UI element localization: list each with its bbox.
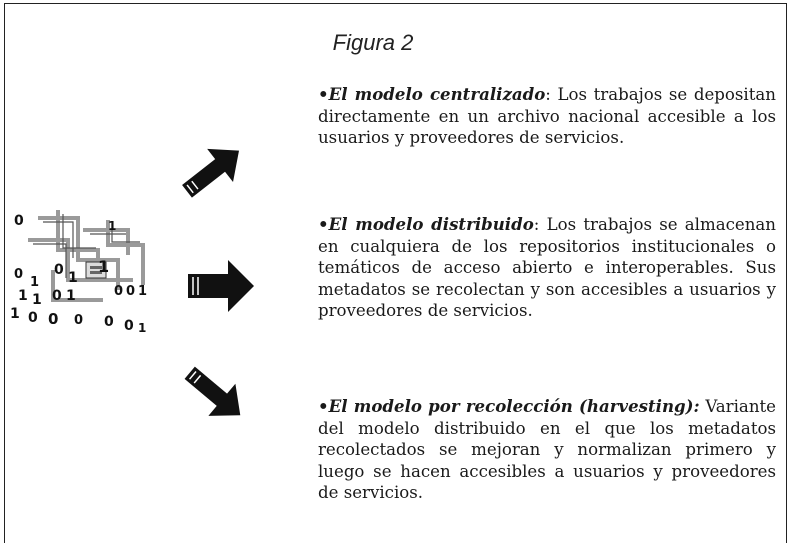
figure-frame bbox=[4, 3, 787, 543]
graphic-digit: 0 bbox=[124, 318, 134, 334]
graphic-digit: 1 bbox=[138, 284, 147, 299]
graphic-digit: 1 bbox=[98, 257, 109, 276]
model-title-term: harvesting bbox=[586, 396, 686, 416]
graphic-digit: 1 bbox=[68, 270, 78, 286]
graphic-digit: 1 bbox=[66, 288, 76, 304]
model-description: Los trabajos se almacenan en cualquiera … bbox=[318, 215, 776, 320]
graphic-digit: 0 bbox=[126, 284, 135, 299]
model-description: Los trabajos se depositan directamente e… bbox=[318, 85, 776, 147]
arrow-down-right-icon bbox=[184, 366, 241, 416]
model-title: El modelo centralizado bbox=[328, 84, 546, 104]
model-description: Variante del modelo distribuido en el qu… bbox=[318, 397, 776, 502]
graphic-digit: 1 bbox=[10, 306, 20, 322]
graphic-digit: 0 bbox=[48, 310, 58, 328]
graphic-digit: 0 bbox=[14, 213, 24, 229]
graphic-digit: 1 bbox=[138, 321, 146, 335]
graphic-digit: 0 bbox=[74, 313, 83, 328]
binary-network-graphic-icon: 0 1 0 1 0 1 1 1 1 0 1 0 0 1 1 0 0 0 0 0 … bbox=[10, 210, 147, 335]
graphic-digit: 0 bbox=[104, 314, 114, 330]
figure-caption: Figura 2 bbox=[332, 30, 414, 55]
graphic-digit: 0 bbox=[54, 262, 64, 278]
graphic-digit: 1 bbox=[108, 219, 116, 233]
graphic-digit: 0 bbox=[28, 310, 38, 326]
model-title: El modelo por recolección ( bbox=[328, 396, 587, 416]
model-distribuido: •El modelo distribuido: Los trabajos se … bbox=[318, 214, 776, 320]
graphic-digit: 0 bbox=[114, 284, 123, 299]
graphic-digit: 1 bbox=[18, 288, 28, 304]
graphic-digit: 0 bbox=[52, 288, 62, 304]
graphic-digit: 0 bbox=[14, 267, 23, 282]
graphic-digit: 1 bbox=[30, 275, 39, 290]
arrow-right-icon bbox=[188, 260, 254, 312]
model-title: El modelo distribuido bbox=[328, 214, 534, 234]
arrow-up-right-icon bbox=[182, 148, 240, 198]
model-recoleccion: •El modelo por recolección (harvesting):… bbox=[318, 396, 776, 502]
model-centralizado: •El modelo centralizado: Los trabajos se… bbox=[318, 84, 776, 147]
graphic-digit: 1 bbox=[32, 292, 42, 308]
